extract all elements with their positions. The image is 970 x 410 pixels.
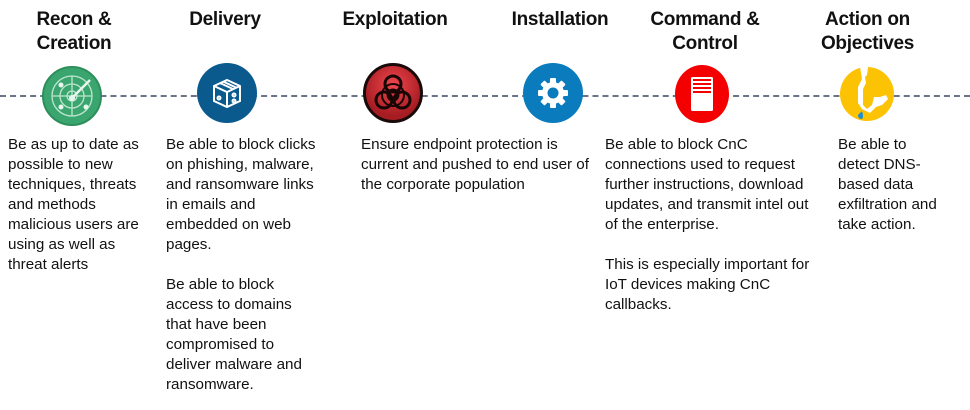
stage-text-recon: Be as up to date as possible to new tech… (8, 135, 156, 295)
stage-title-installation: Installation (511, 9, 609, 30)
gear-icon (523, 63, 583, 123)
data-leak-icon (840, 67, 894, 121)
stage-paragraph: This is especially important for IoT dev… (605, 256, 810, 313)
stage-text-command-control: Be able to block CnC connections used to… (605, 135, 820, 335)
server-icon (675, 65, 729, 123)
stage-title-delivery: Delivery (189, 9, 261, 30)
stage-title-exploitation: Exploitation (342, 9, 448, 30)
stage-title-command-control: Command & Control (650, 9, 760, 54)
stage-text-action-objectives: Be able to detect DNS-based data exfiltr… (838, 135, 948, 255)
biohazard-icon (363, 63, 423, 123)
package-icon (197, 63, 257, 123)
timeline-dashed-line (0, 95, 970, 97)
stage-paragraph: Be able to block access to domains that … (166, 276, 302, 393)
stage-title-recon: Recon & Creation (36, 9, 112, 54)
stage-text-delivery: Be able to block clicks on phishing, mal… (166, 135, 316, 410)
stage-title-action-objectives: Action on Objectives (820, 9, 915, 54)
stage-paragraph: Be able to block CnC connections used to… (605, 136, 809, 233)
stage-paragraph: Be able to detect DNS-based data exfiltr… (838, 136, 937, 233)
stage-paragraph: Be able to block clicks on phishing, mal… (166, 136, 316, 253)
stage-text-exploitation: Ensure endpoint protection is current an… (361, 135, 591, 215)
radar-icon (42, 66, 102, 126)
stage-paragraph: Be as up to date as possible to new tech… (8, 136, 139, 273)
stage-paragraph: Ensure endpoint protection is current an… (361, 136, 589, 193)
